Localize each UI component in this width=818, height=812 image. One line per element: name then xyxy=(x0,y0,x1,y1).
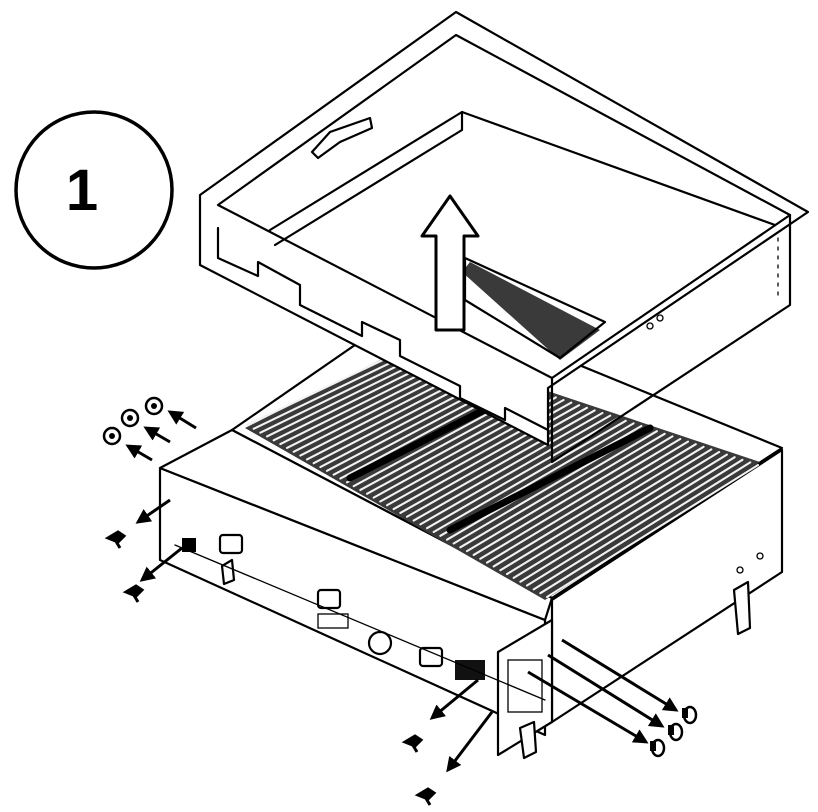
vent-icon xyxy=(455,660,485,680)
grate-bar xyxy=(492,443,697,568)
grate-bar xyxy=(545,463,760,599)
grate-bar xyxy=(519,453,728,583)
control-knob-icon xyxy=(316,588,342,610)
grate-bar xyxy=(479,437,682,560)
grate-bar xyxy=(485,440,690,564)
grate-bar xyxy=(399,406,588,514)
grate-bar xyxy=(245,346,410,427)
grate-bar xyxy=(419,414,612,526)
screw-icon xyxy=(682,705,698,725)
grate-bar xyxy=(412,411,604,522)
screw-icon xyxy=(102,426,122,446)
grate-bar xyxy=(505,448,713,576)
switch-icon xyxy=(182,538,196,552)
grate-bar xyxy=(405,409,596,518)
control-panel-details xyxy=(174,533,546,701)
control-knob-icon xyxy=(367,630,393,656)
step-circle-icon xyxy=(14,110,174,270)
screw-icon xyxy=(120,408,140,428)
screws-bottom xyxy=(401,678,494,806)
screw-icon xyxy=(668,722,684,742)
grate-bar xyxy=(532,458,744,591)
screws-left-top xyxy=(102,396,197,462)
radiant-pan-tray-icon xyxy=(198,10,810,464)
step-number: 1 xyxy=(66,158,98,223)
screw-icon xyxy=(122,584,145,603)
grate-bar xyxy=(432,419,627,534)
lift-arrow-icon xyxy=(420,194,480,332)
screws-left-bottom xyxy=(104,498,183,603)
grate-bar xyxy=(472,435,674,557)
screw-icon xyxy=(401,734,424,753)
control-knob-icon xyxy=(418,646,444,668)
step-number-badge: 1 xyxy=(14,110,174,270)
control-knob-icon xyxy=(218,533,244,555)
screw-icon xyxy=(414,787,437,806)
screws-right xyxy=(527,638,698,758)
grate-bar xyxy=(525,456,736,587)
screw-icon xyxy=(104,530,127,549)
grate-bar xyxy=(499,445,705,572)
grate-bar xyxy=(465,432,666,553)
grate-bar xyxy=(539,461,752,595)
screw-icon xyxy=(144,396,164,416)
screw-icon xyxy=(650,738,666,758)
grate-bar xyxy=(512,450,721,579)
grate-bar xyxy=(459,430,658,549)
grate-bar xyxy=(425,417,620,530)
